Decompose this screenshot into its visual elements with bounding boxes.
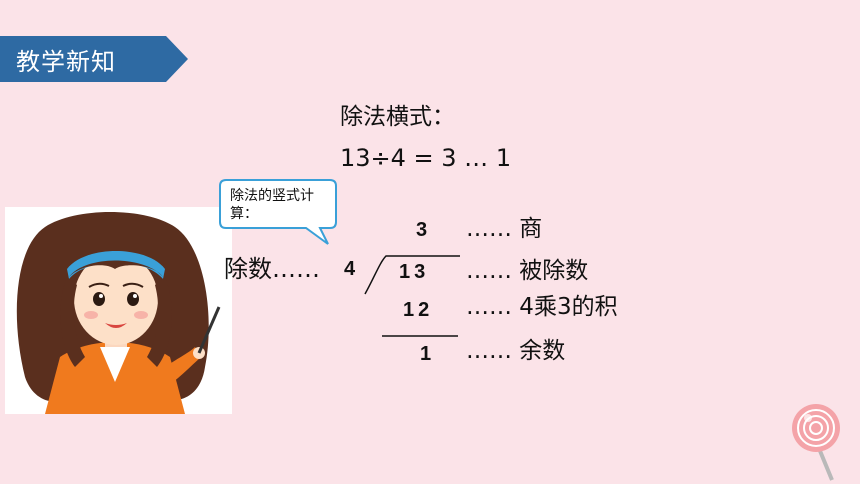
teacher-illustration [5,207,232,414]
banner-shape [0,36,188,82]
product-label: …… 4乘3的积 [466,294,618,320]
dividend-value: 13 [399,261,430,283]
bubble-text: 除法的竖式计算： [230,188,314,222]
banner-title: 教学新知 [16,48,116,76]
division-equation: 13÷4 = 3 … 1 [340,144,512,172]
product-value: 12 [403,299,434,321]
horizontal-form-title: 除法横式： [340,104,455,130]
speech-bubble: 除法的竖式计算： [218,178,338,248]
divisor-value: 4 [344,258,356,280]
dividend-label: …… 被除数 [466,258,589,284]
remainder-value: 1 [420,343,432,365]
divisor-label: 除数…… [224,255,320,283]
section-banner: 教学新知 [0,36,188,82]
lollipop-icon [792,404,840,481]
quotient-value: 3 [416,219,428,241]
division-bracket [364,255,460,295]
quotient-label: …… 商 [466,216,543,242]
remainder-label: …… 余数 [466,338,566,364]
